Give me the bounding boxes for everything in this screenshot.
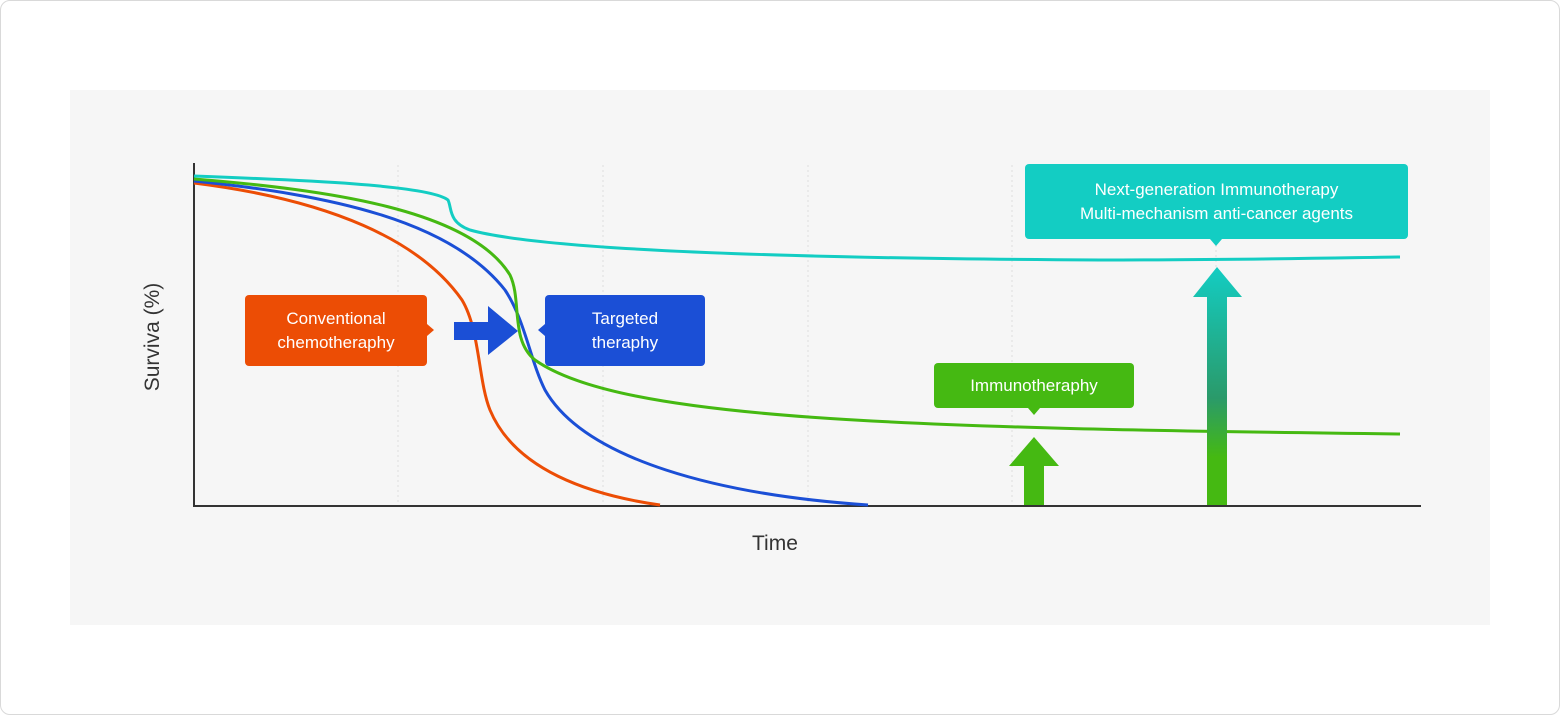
callout-line: theraphy bbox=[591, 332, 659, 352]
immunotherapy-callout: Immunotheraphy bbox=[934, 363, 1134, 408]
callout-line: Next-generation Immunotherapy bbox=[1094, 179, 1339, 199]
callout-line: Multi-mechanism anti-cancer agents bbox=[1079, 203, 1354, 223]
callout-line: Conventional bbox=[286, 308, 386, 328]
conventional-chemotherapy-callout: Conventional chemotheraphy bbox=[245, 295, 427, 366]
callout-pointer bbox=[538, 324, 545, 336]
callout-pointer bbox=[427, 324, 434, 336]
callout-line: Immunotheraphy bbox=[970, 375, 1098, 395]
immunotherapy-curve bbox=[193, 177, 1401, 436]
targeted-therapy-callout: Targeted theraphy bbox=[545, 295, 705, 366]
callout-line: chemotheraphy bbox=[277, 332, 395, 352]
next-gen-improvement-arrow bbox=[1193, 267, 1242, 505]
x-axis-label: Time bbox=[752, 532, 798, 555]
next-gen-immunotherapy-callout: Next-generation Immunotherapy Multi-mech… bbox=[1025, 164, 1408, 239]
progression-arrow bbox=[454, 306, 518, 355]
next-gen-immunotherapy-curve bbox=[193, 174, 1401, 262]
callout-line: Targeted bbox=[591, 308, 659, 328]
immunotherapy-improvement-arrow bbox=[1009, 437, 1059, 505]
callout-pointer bbox=[1210, 239, 1222, 246]
y-axis-label: Surviva (%) bbox=[141, 282, 164, 392]
callout-pointer bbox=[1028, 408, 1040, 415]
targeted-therapy-curve bbox=[193, 179, 869, 507]
